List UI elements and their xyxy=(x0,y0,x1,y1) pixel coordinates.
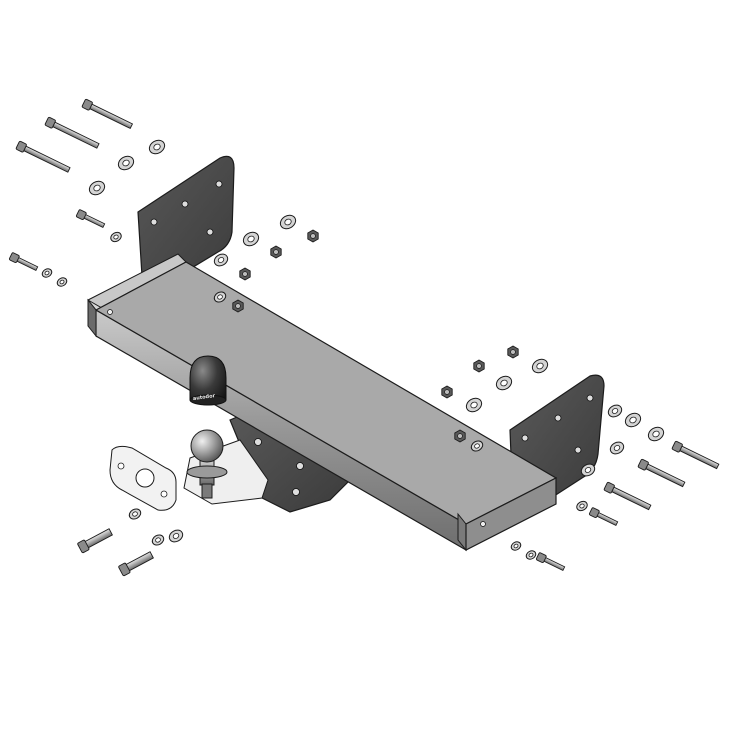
nut xyxy=(232,299,244,313)
bolt xyxy=(77,528,113,554)
bolt xyxy=(76,209,106,229)
socket-plate xyxy=(109,445,177,511)
tow-ball xyxy=(183,429,269,505)
mounting-hole xyxy=(292,488,300,496)
washer xyxy=(495,375,513,391)
washer xyxy=(110,231,122,243)
washer xyxy=(213,253,229,267)
mounting-hole xyxy=(254,438,262,446)
nut xyxy=(307,229,319,243)
bolt xyxy=(15,140,71,173)
washer xyxy=(607,404,623,418)
bolt xyxy=(603,481,652,511)
washer xyxy=(525,550,537,560)
nut xyxy=(441,385,453,399)
mounting-hole xyxy=(206,228,214,236)
crossbar xyxy=(87,253,558,552)
bolt xyxy=(118,551,154,577)
mounting-hole xyxy=(181,200,189,208)
washer xyxy=(56,277,68,287)
mounting-hole xyxy=(521,434,529,442)
washer xyxy=(41,268,53,278)
washer xyxy=(151,534,165,546)
washer xyxy=(117,155,135,171)
bolt xyxy=(536,552,566,572)
washer xyxy=(213,291,227,303)
washer xyxy=(148,139,166,155)
washer xyxy=(465,397,483,413)
bolt xyxy=(637,458,686,488)
hardware-group xyxy=(9,98,720,577)
ball-cap-label: autodor xyxy=(193,393,216,402)
washer xyxy=(531,358,549,374)
ball-cap: autodor xyxy=(189,355,227,406)
bolt xyxy=(81,98,134,130)
nut xyxy=(473,359,485,373)
washer xyxy=(168,529,184,543)
bolt xyxy=(671,440,720,470)
nut xyxy=(270,245,282,259)
mounting-hole xyxy=(296,462,304,470)
nut xyxy=(454,429,466,443)
mounting-hole xyxy=(554,414,562,422)
washer xyxy=(624,412,642,428)
mounting-hole xyxy=(586,394,594,402)
washer xyxy=(647,426,665,442)
bolt xyxy=(9,252,39,272)
washer xyxy=(242,231,260,247)
washer xyxy=(279,214,297,230)
washer xyxy=(510,541,522,551)
mounting-hole xyxy=(150,218,158,226)
nut xyxy=(507,345,519,359)
bolt xyxy=(589,507,619,527)
washer xyxy=(576,500,588,512)
washer xyxy=(88,180,106,196)
bolt xyxy=(44,116,100,149)
washer xyxy=(128,508,142,520)
washer xyxy=(470,440,484,452)
washer xyxy=(609,441,625,455)
washer xyxy=(580,463,596,477)
nut xyxy=(239,267,251,281)
mounting-hole xyxy=(574,446,582,454)
mounting-hole xyxy=(215,180,223,188)
